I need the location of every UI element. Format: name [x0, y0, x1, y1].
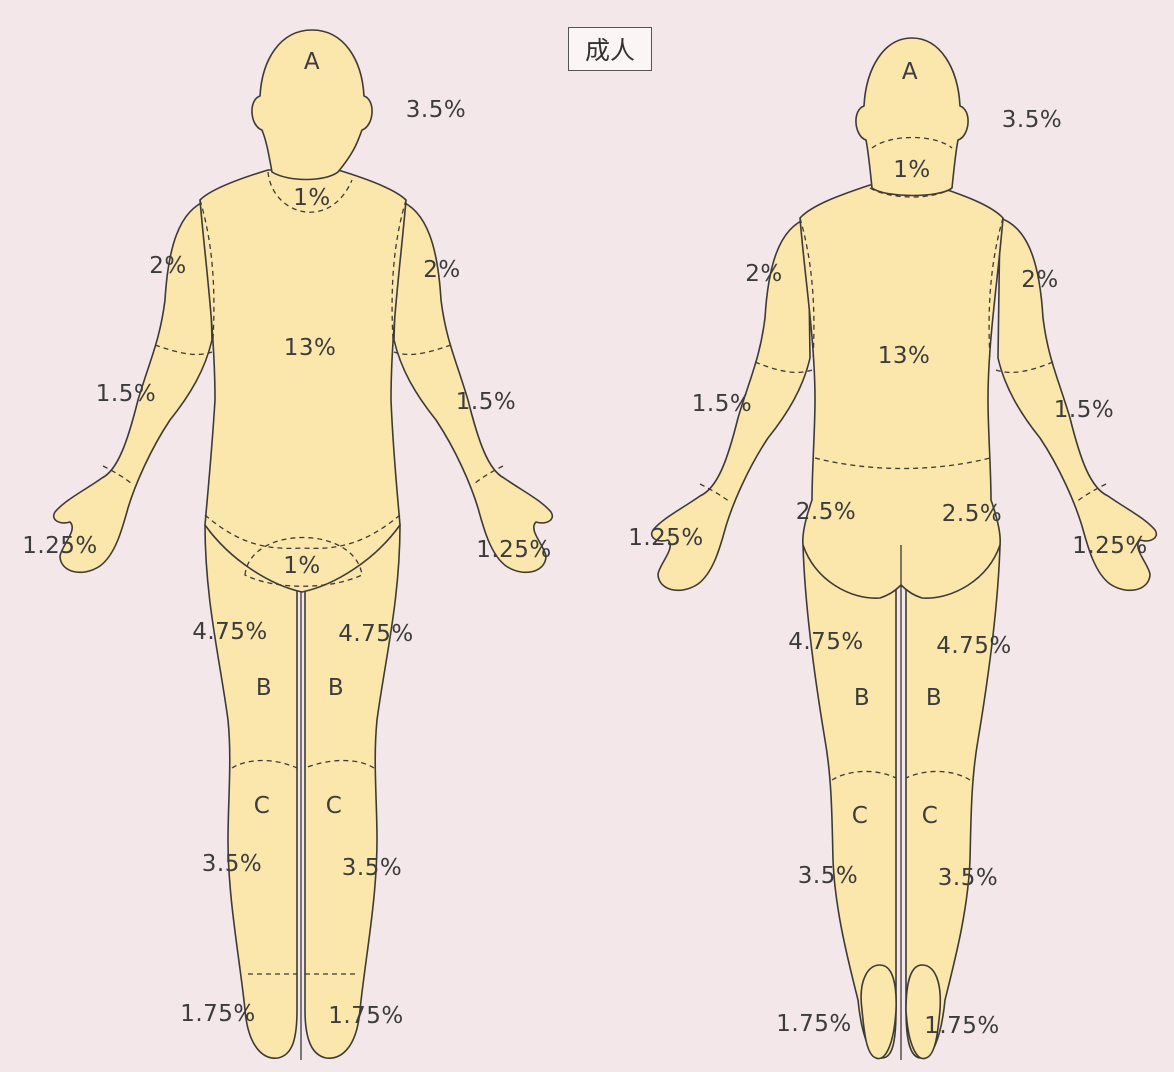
back-thigh-right-letter: B [926, 685, 942, 711]
back-hand-left-percent: 1.25% [628, 525, 704, 551]
back-head-percent: 3.5% [1002, 107, 1062, 133]
title-box: 成人 [568, 27, 652, 71]
front-right-leg [205, 525, 297, 1058]
front-trunk-percent: 13% [284, 335, 337, 361]
front-thigh-left-percent: 4.75% [338, 621, 414, 647]
front-foot-right-percent: 1.75% [180, 1001, 256, 1027]
back-foot-right-percent: 1.75% [924, 1013, 1000, 1039]
back-torso [800, 185, 1003, 598]
front-upper-arm-right-percent: 2% [149, 253, 187, 279]
back-leg-right-letter: C [922, 803, 939, 829]
back-thigh-left-letter: B [854, 685, 870, 711]
front-head-percent: 3.5% [406, 97, 466, 123]
back-upper-arm-left-percent: 2% [745, 261, 783, 287]
front-torso [200, 170, 406, 592]
back-forearm-right-percent: 1.5% [1054, 397, 1114, 423]
front-left-leg [305, 525, 400, 1058]
back-leg-left-letter: C [852, 803, 869, 829]
front-foot-left-percent: 1.75% [328, 1003, 404, 1029]
back-leg-left-percent: 3.5% [798, 863, 858, 889]
back-thigh-left-percent: 4.75% [788, 629, 864, 655]
back-thigh-right-percent: 4.75% [936, 633, 1012, 659]
back-buttock-right-percent: 2.5% [942, 501, 1002, 527]
back-hand-right-percent: 1.25% [1072, 533, 1148, 559]
back-left-heel [861, 965, 896, 1059]
front-forearm-left-percent: 1.5% [456, 389, 516, 415]
front-genital-percent: 1% [283, 553, 321, 579]
front-head-letter: A [304, 49, 320, 75]
front-leg-left-percent: 3.5% [342, 855, 402, 881]
front-leg-left-letter: C [326, 793, 343, 819]
front-leg-right-percent: 3.5% [202, 851, 262, 877]
front-thigh-left-letter: B [328, 675, 344, 701]
front-thigh-right-percent: 4.75% [192, 619, 268, 645]
front-forearm-right-percent: 1.5% [96, 381, 156, 407]
back-leg-right-percent: 3.5% [938, 865, 998, 891]
back-foot-left-percent: 1.75% [776, 1011, 852, 1037]
front-hand-left-percent: 1.25% [476, 537, 552, 563]
front-upper-arm-left-percent: 2% [423, 257, 461, 283]
front-thigh-right-letter: B [256, 675, 272, 701]
back-forearm-left-percent: 1.5% [692, 391, 752, 417]
back-right-heel [906, 965, 940, 1059]
front-leg-right-letter: C [254, 793, 271, 819]
front-neck-percent: 1% [293, 185, 331, 211]
front-left-arm [394, 200, 552, 572]
back-upper-arm-right-percent: 2% [1021, 267, 1059, 293]
back-head-letter: A [902, 59, 918, 85]
back-trunk-percent: 13% [878, 343, 931, 369]
back-buttock-left-percent: 2.5% [796, 499, 856, 525]
back-neck-percent: 1% [893, 157, 931, 183]
front-hand-right-percent: 1.25% [22, 533, 98, 559]
